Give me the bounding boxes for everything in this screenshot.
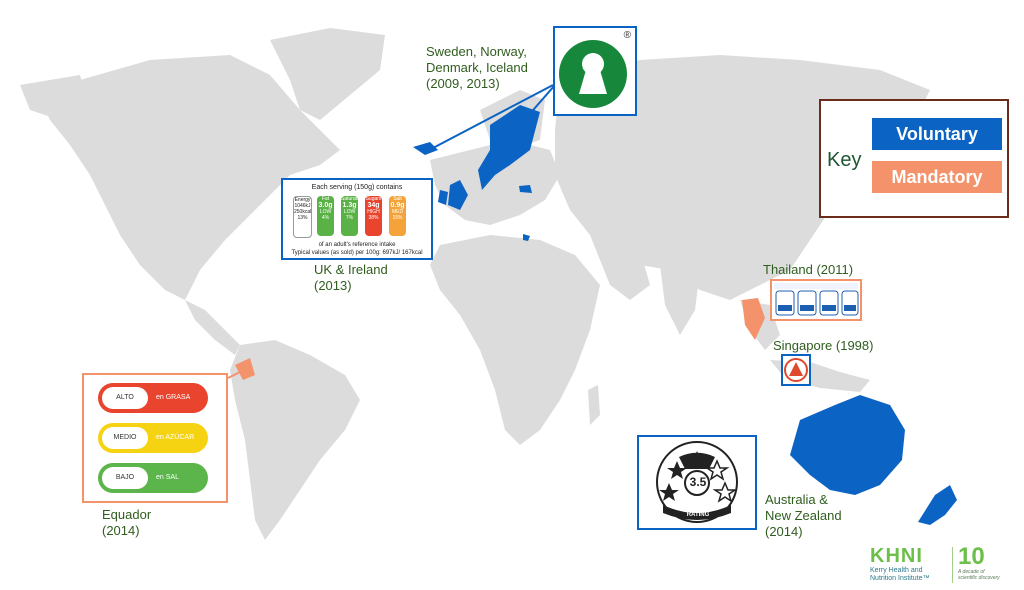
- registered-mark: ®: [623, 30, 631, 41]
- ecuador-label-box: ALTO en GRASA MEDIO en AZÚCAR BAJO en SA…: [82, 373, 228, 503]
- uk-cell-pct: 4%: [321, 215, 330, 221]
- australia-label: Australia & New Zealand (2014): [765, 492, 842, 539]
- uk-nutrient-cells: Energy 1046kJ 250kcal 13% Fat 3.0g LOW 4…: [291, 196, 431, 240]
- uk-traffic-light-box: Each serving (150g) contains Energy 1046…: [281, 178, 433, 260]
- khni-divider: [952, 547, 953, 583]
- health-star-value: 3.5: [689, 475, 707, 489]
- nordic-leader-line: [432, 84, 554, 149]
- uk-cell-sugars: Sugars 34g HIGH 38%: [365, 196, 382, 236]
- singapore-label: Singapore (1998): [773, 338, 874, 353]
- uk-cell-name: Saturates: [341, 196, 363, 202]
- uk-cell-fat: Fat 3.0g LOW 4%: [317, 196, 334, 236]
- uk-cell-salt: Salt 0.9g MED 15%: [389, 196, 406, 236]
- uk-cell-name: Salt: [393, 196, 402, 202]
- ecuador-nutrient: en GRASA: [156, 394, 191, 401]
- uk-label: UK & Ireland (2013): [314, 262, 388, 293]
- keyhole-icon: [559, 40, 627, 108]
- uk-cell-value: 34g: [367, 202, 380, 209]
- ecuador-row-medio: MEDIO en AZÚCAR: [98, 423, 208, 453]
- key-voluntary-chip: Voluntary: [872, 118, 1002, 150]
- uk-cell-name: Sugars: [365, 196, 382, 202]
- uk-cell-energy: Energy 1046kJ 250kcal 13%: [293, 196, 312, 238]
- khni-tagline: A decade of scientific discovery: [958, 569, 1000, 581]
- uk-cell-pct: 15%: [392, 215, 403, 221]
- thailand-label: Thailand (2011): [763, 262, 854, 277]
- khni-logo: KHNI Kerry Health and Nutrition Institut…: [870, 543, 1020, 587]
- health-star-box: 3.5 HEALTH STAR RATING: [637, 435, 757, 530]
- ecuador-label: Equador (2014): [102, 507, 152, 538]
- nordic-keyhole-logo-box: ®: [553, 26, 637, 116]
- uk-cell-level: HIGH: [367, 209, 380, 215]
- legend-key-box: Key Voluntary Mandatory: [819, 99, 1009, 218]
- thailand-gda-box: [770, 279, 862, 321]
- nordic-leader-line-2: [519, 84, 556, 126]
- voluntary-countries: [413, 105, 957, 525]
- ecuador-leader-line: [227, 366, 251, 379]
- singapore-logo-box: [781, 354, 811, 386]
- uk-cell-level: LOW: [343, 209, 356, 215]
- ecuador-level: MEDIO: [102, 427, 148, 449]
- uk-cell-value: 3.0g: [318, 202, 333, 209]
- ecuador-row-alto: ALTO en GRASA: [98, 383, 208, 413]
- uk-cell-pct: 7%: [345, 215, 354, 221]
- uk-cell-value: 1.3g: [342, 202, 357, 209]
- uk-cell-saturates: Saturates 1.3g LOW 7%: [341, 196, 363, 236]
- uk-cell-value: 1046kJ 250kcal: [294, 203, 312, 215]
- uk-label-footer2: Typical values (as sold) per 100g: 697kJ…: [291, 250, 423, 256]
- uk-cell-level: MED: [391, 209, 404, 215]
- ecuador-level: ALTO: [102, 387, 148, 409]
- thailand-gda-icon: [774, 283, 859, 316]
- health-star-text2: RATING: [686, 512, 710, 518]
- khni-logo-text: KHNI: [870, 545, 923, 567]
- uk-label-footer1: of an adult's reference intake: [318, 242, 396, 248]
- ecuador-level: BAJO: [102, 467, 148, 489]
- uk-cell-name: Energy: [294, 197, 311, 203]
- health-star-rating-icon: [656, 441, 738, 523]
- nordic-label: Sweden, Norway, Denmark, Iceland (2009, …: [426, 44, 528, 91]
- key-title: Key: [827, 149, 862, 171]
- uk-cell-level: LOW: [319, 209, 332, 215]
- ecuador-nutrient: en AZÚCAR: [156, 434, 195, 441]
- khni-ten: 10: [958, 543, 985, 570]
- uk-cell-pct: 13%: [297, 215, 308, 221]
- uk-cell-value: 0.9g: [390, 202, 405, 209]
- ecuador-nutrient: en SAL: [156, 474, 179, 481]
- uk-label-header: Each serving (150g) contains: [311, 184, 403, 191]
- key-mandatory-chip: Mandatory: [872, 161, 1002, 193]
- khni-sub2: Nutrition Institute™: [870, 575, 930, 582]
- khni-sub1: Kerry Health and: [870, 567, 923, 574]
- healthier-choice-icon: [784, 358, 808, 382]
- ecuador-row-bajo: BAJO en SAL: [98, 463, 208, 493]
- uk-cell-name: Fat: [321, 196, 330, 202]
- uk-cell-pct: 38%: [368, 215, 379, 221]
- health-star-text1: HEALTH STAR: [673, 503, 723, 510]
